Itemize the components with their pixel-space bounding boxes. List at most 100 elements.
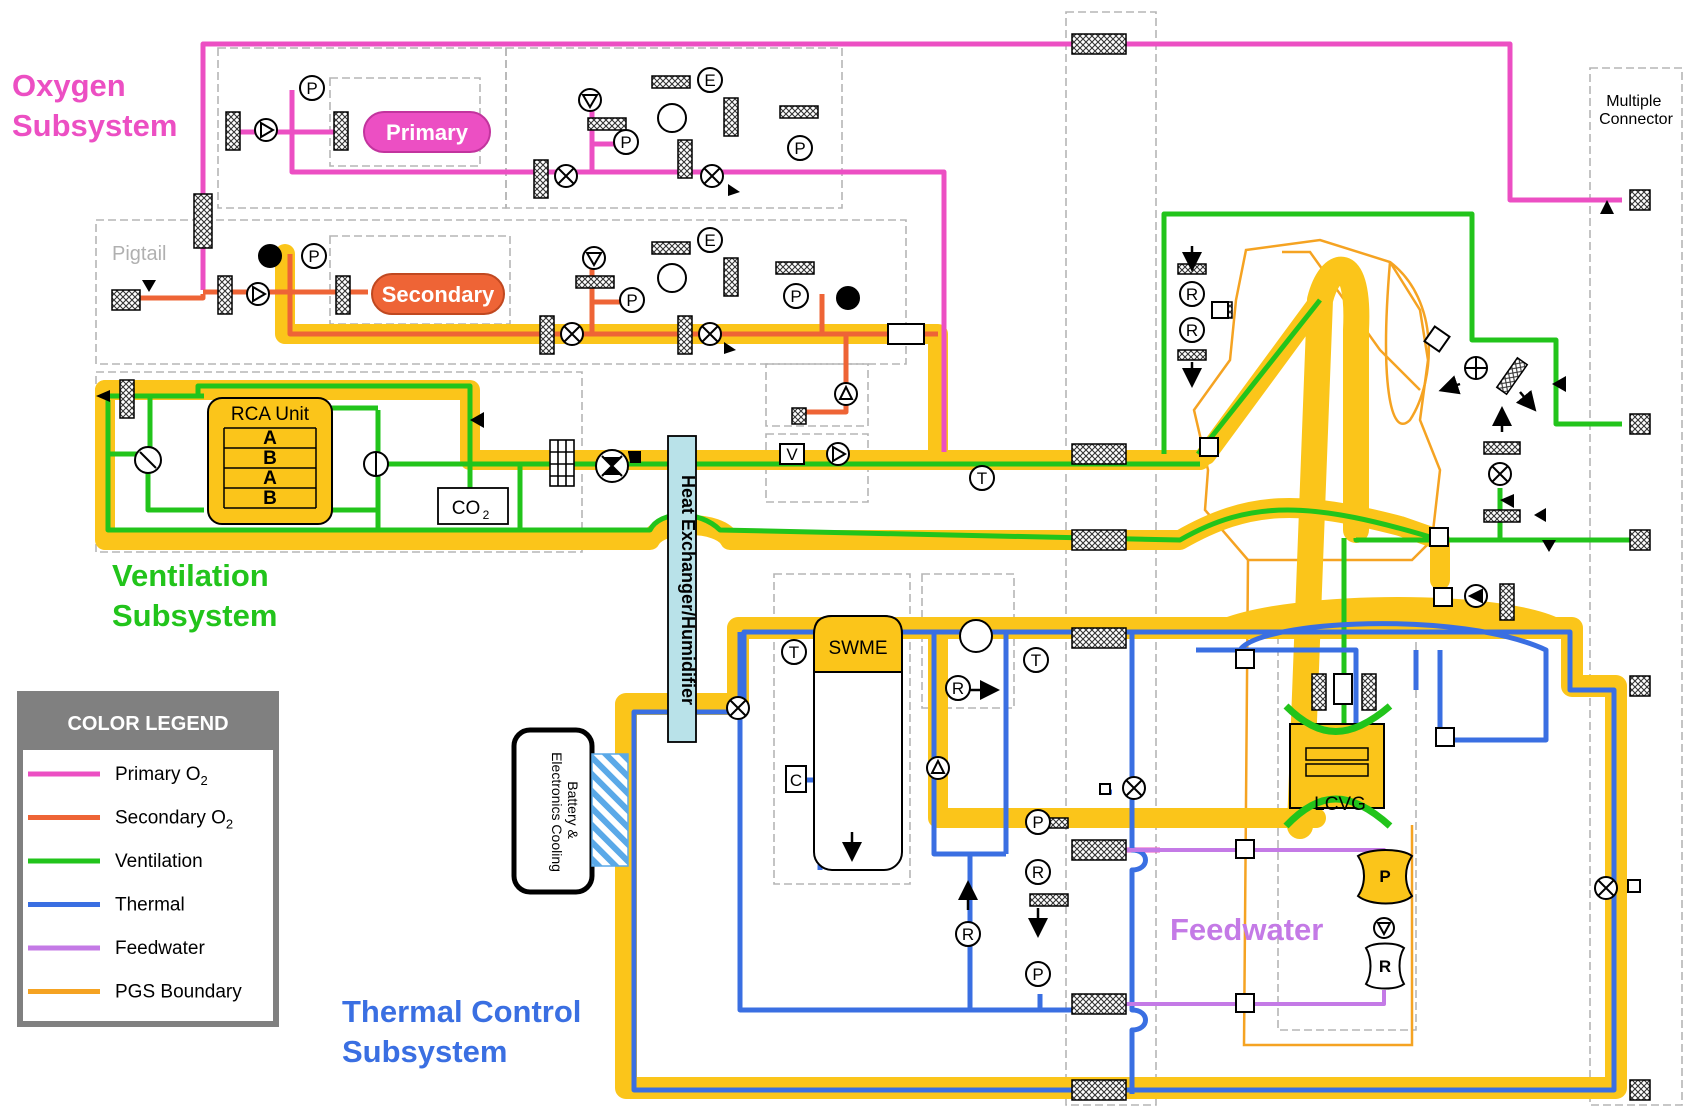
filter-22 bbox=[1483, 441, 1521, 455]
check-valve-icon bbox=[1373, 917, 1395, 939]
secondary-tank: Secondary bbox=[371, 273, 505, 315]
filter-9 bbox=[677, 315, 693, 355]
svg-text:C: C bbox=[790, 771, 802, 790]
filter-29 bbox=[791, 407, 807, 425]
heat-exchanger-label: Heat Exchanger/Humidifier bbox=[678, 475, 698, 705]
small-boxes bbox=[779, 301, 1641, 1013]
svg-text:B: B bbox=[263, 448, 277, 469]
filter-19 bbox=[1177, 263, 1207, 275]
filter-12 bbox=[119, 379, 135, 419]
small-box-letters: V C bbox=[786, 445, 802, 790]
svg-text:P: P bbox=[306, 79, 317, 98]
pressure-sensor-4 bbox=[301, 243, 327, 269]
disconnect-oxygen-top bbox=[1071, 33, 1127, 55]
junction-box-7 bbox=[1433, 587, 1453, 607]
check-valves bbox=[246, 88, 1488, 939]
feedwater-title: Feedwater bbox=[1170, 912, 1323, 947]
pressure-sensor-5 bbox=[619, 287, 645, 313]
fitting-box bbox=[1099, 783, 1111, 795]
primary-o2-lines bbox=[200, 41, 1622, 853]
valve-icon bbox=[726, 696, 750, 720]
electronic-sensor-1 bbox=[697, 67, 723, 93]
valve-icon bbox=[1122, 776, 1146, 800]
multiple-connector-label: Multiple Connector bbox=[1599, 93, 1673, 128]
filter-5 bbox=[335, 275, 351, 315]
legend-label: Ventilation bbox=[115, 851, 203, 872]
junction-box-8 bbox=[1211, 301, 1229, 319]
lcvg-fitting-1 bbox=[1311, 673, 1327, 711]
regulator-5 bbox=[955, 921, 981, 947]
controller-box bbox=[785, 765, 807, 793]
tank-1 bbox=[657, 103, 687, 133]
fan-icon bbox=[595, 449, 641, 483]
ventilation-subsystem-title: Ventilation Subsystem bbox=[112, 558, 277, 633]
check-valve-icon bbox=[836, 286, 860, 310]
check-valve-icon bbox=[582, 246, 606, 270]
legend-items: Primary O2 Secondary O2 VentilationThermal… bbox=[28, 764, 242, 1003]
filter-6 bbox=[533, 159, 549, 199]
legend-label: PGS Boundary bbox=[115, 982, 242, 1003]
legend-label: Feedwater bbox=[115, 938, 205, 959]
filter-7 bbox=[539, 315, 555, 355]
temperature-sensor-3 bbox=[1023, 647, 1049, 673]
pressure-sensor-2 bbox=[613, 129, 639, 155]
check-valve-icon bbox=[246, 282, 270, 306]
junction-box-5 bbox=[1235, 839, 1255, 859]
disconnect-vent-1 bbox=[1071, 443, 1127, 465]
swme-label: SWME bbox=[828, 638, 887, 659]
regulator-2 bbox=[1179, 317, 1205, 343]
legend-label: Primary O2 bbox=[115, 764, 208, 788]
legend-label: Secondary O2 bbox=[115, 808, 233, 832]
lcvg-fitting-2 bbox=[1361, 673, 1377, 711]
valve-icon bbox=[560, 322, 584, 346]
junction-box-1 bbox=[1199, 437, 1219, 457]
connector-o2 bbox=[1629, 189, 1651, 211]
filter-16 bbox=[651, 241, 691, 255]
connector-vent-2 bbox=[1629, 529, 1651, 551]
legend-title: COLOR LEGEND bbox=[67, 713, 228, 735]
connector-vent-1 bbox=[1629, 413, 1651, 435]
svg-text:R: R bbox=[1379, 957, 1391, 976]
filter-2 bbox=[225, 111, 241, 151]
battery-cooling-line-1: Battery & bbox=[565, 781, 581, 839]
svg-text:A: A bbox=[263, 468, 277, 489]
svg-text:R: R bbox=[952, 679, 964, 698]
junction-box-2 bbox=[1429, 527, 1449, 547]
lcvg-label: LCVG bbox=[1314, 794, 1366, 815]
pgs-boundary bbox=[1192, 238, 1442, 1047]
secondary-label: Secondary bbox=[382, 282, 495, 307]
subsystem-titles: Oxygen Subsystem Ventilation Subsystem T… bbox=[12, 68, 1323, 1069]
svg-text:V: V bbox=[786, 445, 798, 464]
svg-text:2: 2 bbox=[483, 508, 490, 522]
regulator-3 bbox=[945, 675, 971, 701]
check-valve-icon bbox=[254, 118, 278, 142]
fitting-box bbox=[1627, 879, 1641, 893]
regulator-4 bbox=[1025, 859, 1051, 885]
svg-text:Battery & Electronics Co: Battery & Electronics Cooling bbox=[549, 752, 581, 872]
junction-box-9 bbox=[1423, 325, 1451, 353]
svg-text:R: R bbox=[1186, 321, 1198, 340]
legend-label: Thermal bbox=[115, 895, 185, 916]
disconnect-fittings bbox=[111, 33, 1651, 1101]
svg-text:T: T bbox=[977, 469, 987, 488]
oxygen-subsystem-title: Oxygen Subsystem bbox=[12, 68, 177, 143]
condenser-grid bbox=[549, 439, 575, 487]
filter-14 bbox=[575, 275, 615, 289]
svg-text:T: T bbox=[789, 643, 799, 662]
rca-unit-label: RCA Unit bbox=[231, 404, 310, 425]
svg-text:P: P bbox=[1379, 867, 1390, 886]
valve-icon bbox=[1464, 356, 1488, 380]
junction-box-4 bbox=[1435, 727, 1455, 747]
svg-text:P: P bbox=[626, 291, 637, 310]
svg-text:R: R bbox=[1032, 863, 1044, 882]
disconnect-thermal-2 bbox=[1071, 1079, 1127, 1101]
misc-labels: Pigtail Multiple Connector bbox=[112, 93, 1674, 265]
filter-17 bbox=[779, 105, 819, 119]
legend-item: Ventilation bbox=[28, 851, 203, 872]
lcvg: LCVG bbox=[1283, 703, 1393, 829]
filter-18 bbox=[775, 261, 815, 275]
valve-icon bbox=[1488, 462, 1512, 486]
pressure-sensor-3 bbox=[787, 135, 813, 161]
heat-exchanger: Heat Exchanger/Humidifier bbox=[667, 435, 698, 743]
